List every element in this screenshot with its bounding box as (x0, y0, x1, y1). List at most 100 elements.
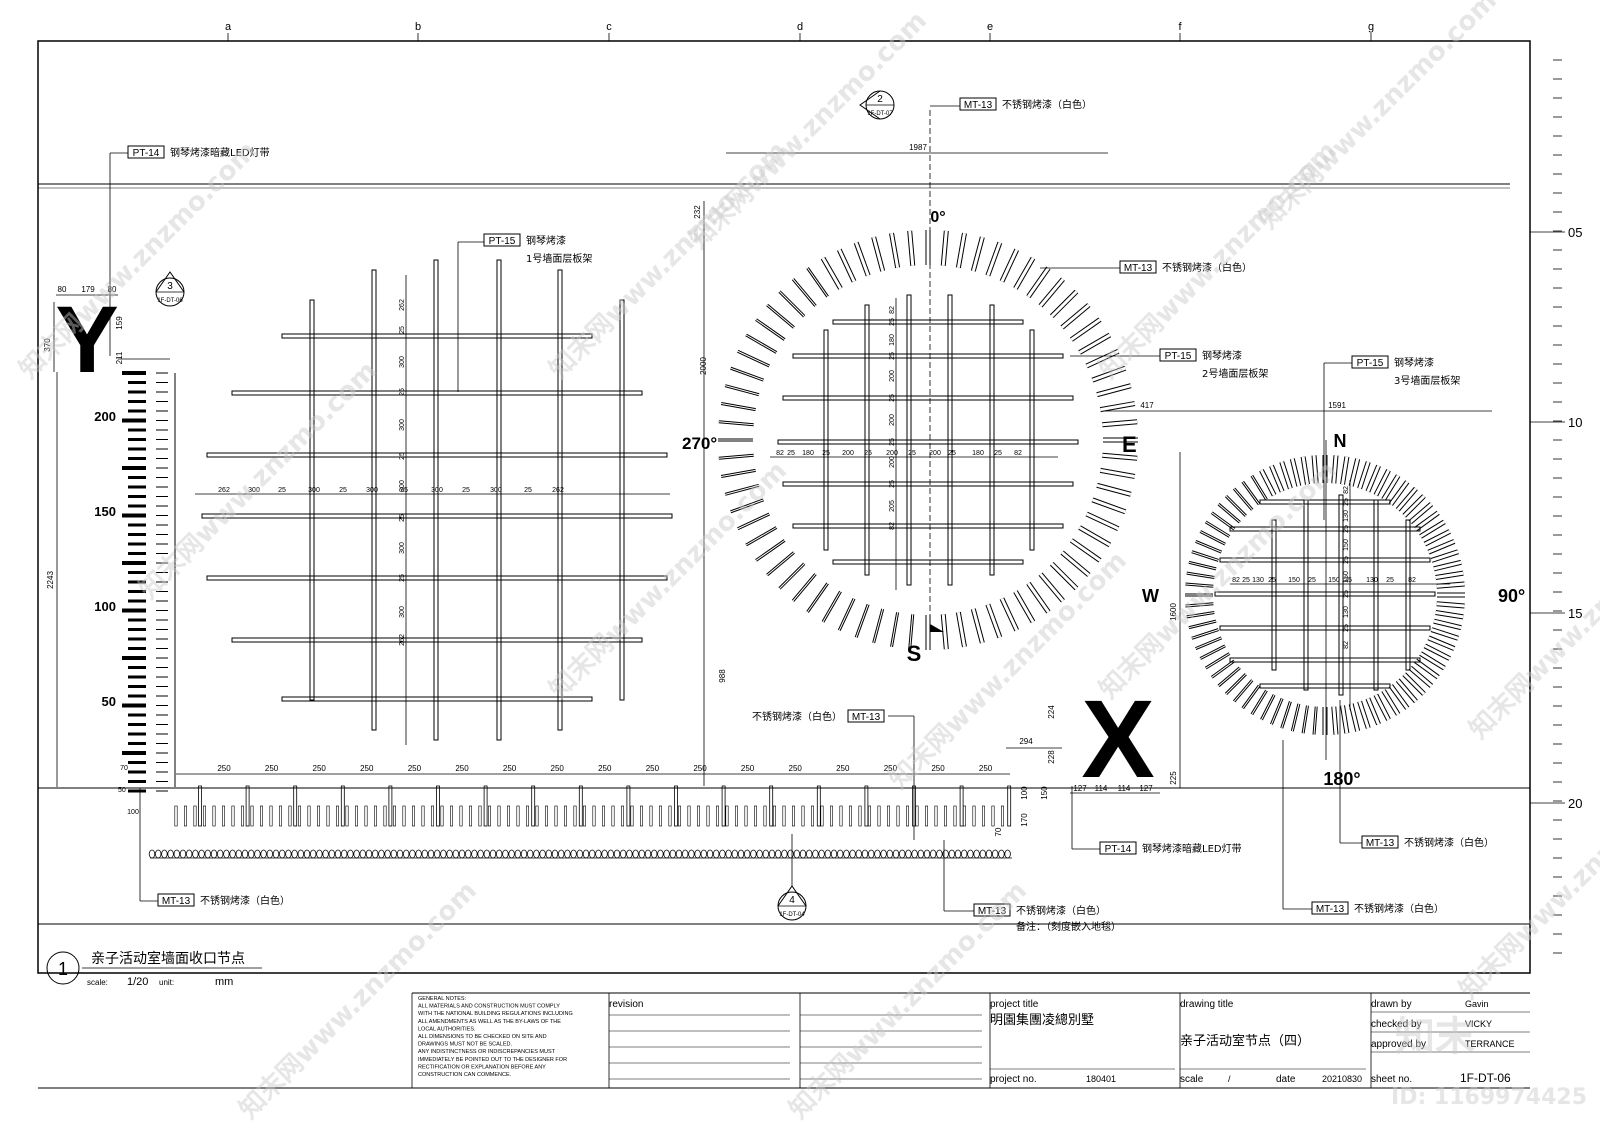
compass-ring-1-tick-in (908, 230, 915, 266)
floor-short-bar (715, 805, 719, 827)
carpet-loop (762, 849, 769, 859)
carpet-loop (750, 849, 757, 859)
carpet-loop (396, 849, 404, 859)
section-marker-4-arrow (777, 885, 807, 907)
shelf-3-h-bar (1214, 591, 1436, 597)
carpet-loop (359, 849, 366, 859)
shelf-2-h-bar (832, 559, 1024, 565)
tag-mt13-left-text: 不锈钢烤漆（白色） (200, 894, 290, 907)
carpet-loop (204, 849, 211, 859)
floor-short-bar (278, 805, 282, 827)
floor-dim-250: 250 (217, 764, 231, 773)
grid-col-label-f: f (1178, 21, 1182, 33)
carpet-loop (744, 849, 751, 859)
carpet-loop (620, 849, 627, 859)
carpet-loop (905, 849, 912, 859)
carpet-loop (613, 849, 621, 859)
tag-pt15-b-box (1159, 348, 1197, 362)
carpet-loop (520, 849, 528, 859)
compass-1-north: 0° (930, 209, 945, 226)
compass-ring-1-tick-in (792, 278, 816, 307)
compass-ring-2-tick-in (1205, 653, 1230, 669)
carpet-loop (837, 849, 844, 859)
floor-short-bar (753, 805, 757, 827)
floor-short-bar (763, 805, 767, 827)
compass-ring-2-tick-in (1218, 503, 1241, 523)
floor-short-bar (174, 805, 178, 827)
compass-ring-2-tick-in (1436, 602, 1465, 608)
compass-ring-2-tick-in (1374, 469, 1390, 496)
compass-ring-2-tick-in (1427, 540, 1455, 554)
grid-row-label-10: 10 (1568, 415, 1582, 430)
carpet-loop (229, 849, 236, 859)
floor-short-bar (430, 805, 434, 827)
floor-long-bar (198, 785, 202, 827)
compass-ring-2-tick-in (1313, 706, 1317, 735)
shelf-1-hdim-t: 300 (308, 487, 320, 494)
tag-mt13-ring-box (1119, 260, 1157, 274)
floor-short-bar (734, 805, 738, 827)
shelf-2-v-bar (823, 329, 829, 551)
compass-ring-1-tick-in (837, 249, 856, 283)
shelf-1-vdim-t: 262 (399, 634, 406, 646)
carpet-loop (874, 849, 881, 859)
shelf-1-vdim-t: 25 (399, 574, 406, 582)
date-value: 20210830 (1322, 1074, 1362, 1084)
watermark-id: ID: 1169974425 (1391, 1085, 1587, 1110)
compass-ring-1-tick-in (779, 563, 805, 589)
shelf-1-v-bar (433, 259, 439, 741)
compass-ring-1-tick-in (1050, 290, 1078, 318)
shelf-2-v-bar (947, 294, 953, 586)
floor-short-bar (658, 805, 662, 827)
carpet-loop (384, 849, 391, 859)
carpet-loop (291, 849, 298, 859)
floor-short-bar (203, 805, 207, 827)
shelf-2-hdim-t: 200 (886, 450, 898, 457)
compass-ring-1-tick-in (766, 552, 795, 576)
shelf-3-vdim-t: 130 (1343, 510, 1350, 522)
floor-short-bar (981, 805, 985, 827)
compass-ring-2-tick-in (1218, 667, 1241, 687)
general-note-line: RECTIFICATION OR EXPLANATION BEFORE ANY (418, 1064, 546, 1070)
tag-pt14-top-code: PT-14 (133, 148, 160, 159)
compass-ring-2-tick-in (1419, 520, 1446, 538)
shelf-1-v-bar (619, 299, 625, 701)
floor-short-bar (468, 805, 472, 827)
carpet-loop (372, 849, 379, 859)
carpet-loop (458, 849, 466, 859)
shelf-2-hdim-t: 200 (842, 450, 854, 457)
floor-short-bar (972, 805, 976, 827)
carpet-loop (465, 849, 472, 859)
letter-y: Y (55, 287, 118, 393)
carpet-loop (564, 849, 571, 859)
compass-ring-1-tick-in (971, 236, 984, 272)
compass-ring-1-tick-in (1039, 573, 1065, 602)
carpet-loop (731, 849, 738, 859)
floor-short-bar (915, 805, 919, 827)
section-marker-4-num: 4 (789, 895, 795, 906)
shelf-1-hdim-t: 300 (431, 487, 443, 494)
general-note-line: LOCAL AUTHORITIES. (418, 1026, 476, 1032)
compass-ring-2-tick-in (1366, 697, 1380, 725)
shelf-1-vdim-t: 25 (399, 514, 406, 522)
floor-dim-250: 250 (884, 764, 898, 773)
tag-pt14-top-text: 钢琴烤漆暗藏LED灯带 (170, 146, 270, 159)
shelf-3-bg (1221, 491, 1429, 699)
compass-ring-1-tick-in (725, 484, 760, 495)
compass-ring-2-tick-in (1185, 583, 1214, 587)
compass-ring-2-tick-in (1366, 465, 1380, 493)
carpet-loop (496, 849, 503, 859)
floor-short-bar (696, 805, 700, 827)
x-dim-1: 114 (1095, 784, 1108, 793)
shelf-1-h-bar (281, 696, 593, 702)
ruler-label-200: 200 (94, 409, 116, 424)
carpet-loop (365, 849, 373, 859)
compass-ring-1-tick-in (1027, 582, 1050, 613)
floor-dim-250: 250 (979, 764, 993, 773)
compass-ring-1-tick-in (1014, 590, 1035, 623)
dim-2000: 2000 (699, 357, 708, 375)
carpet-loop (533, 849, 540, 859)
shelf-1-h-bar (201, 513, 673, 519)
shelf-2-vdim-t: 200 (889, 414, 896, 426)
